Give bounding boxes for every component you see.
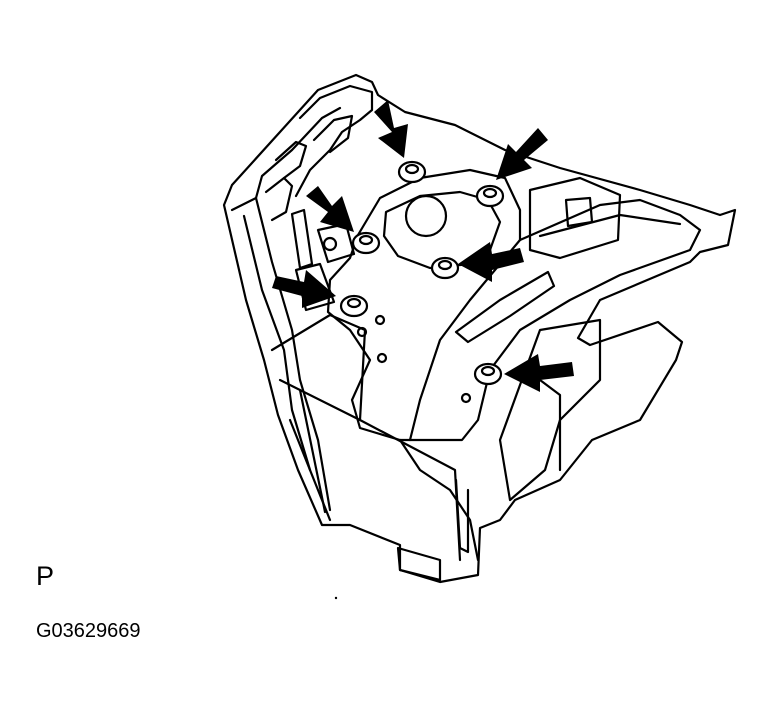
side-box: [498, 318, 602, 502]
top-slot-2: [274, 140, 308, 180]
front-panel-edge: [254, 106, 342, 200]
top-slot-3: [264, 176, 294, 222]
arrow-icon: [272, 270, 336, 308]
housing-outline: [222, 73, 737, 584]
arrow-icon: [306, 186, 354, 232]
bolt-icon: [351, 231, 381, 255]
arrows: [272, 100, 574, 392]
box-edge: [298, 388, 327, 514]
top-edge: [294, 84, 374, 198]
bolts: [339, 160, 505, 386]
figure-code: G03629669: [36, 620, 141, 642]
bracket-slot: [528, 176, 622, 260]
arrow-icon: [458, 242, 524, 282]
bracket-cutout: [454, 270, 556, 344]
arrow-icon: [496, 128, 548, 180]
bracket-leg: [454, 478, 470, 554]
bracket-plate: [326, 168, 702, 442]
arrow-icon: [374, 100, 408, 158]
bolt-icon: [430, 256, 460, 280]
bracket-rib: [538, 213, 682, 238]
bolt-icon: [473, 362, 503, 386]
bracket-lower: [398, 438, 480, 562]
small-hole: [376, 352, 388, 364]
view-label: P: [36, 561, 55, 591]
bracket-slot-inner: [564, 196, 594, 228]
front-panel-inner: [242, 214, 312, 472]
small-hole: [460, 392, 472, 404]
bolt-icon: [475, 184, 505, 208]
dot-mark: [334, 596, 338, 600]
small-hole: [322, 236, 338, 252]
box-side: [278, 378, 362, 422]
bottom-tab: [396, 546, 442, 582]
small-hole: [356, 326, 368, 338]
bracket-hole: [404, 194, 448, 238]
small-hole: [374, 314, 386, 326]
side-box-front: [538, 378, 562, 472]
rib: [290, 208, 314, 270]
top-slot: [312, 114, 354, 154]
arrow-icon: [504, 354, 574, 392]
bolt-icon: [397, 160, 427, 184]
bolt-icon: [339, 294, 369, 318]
bracket-rib: [408, 238, 522, 442]
